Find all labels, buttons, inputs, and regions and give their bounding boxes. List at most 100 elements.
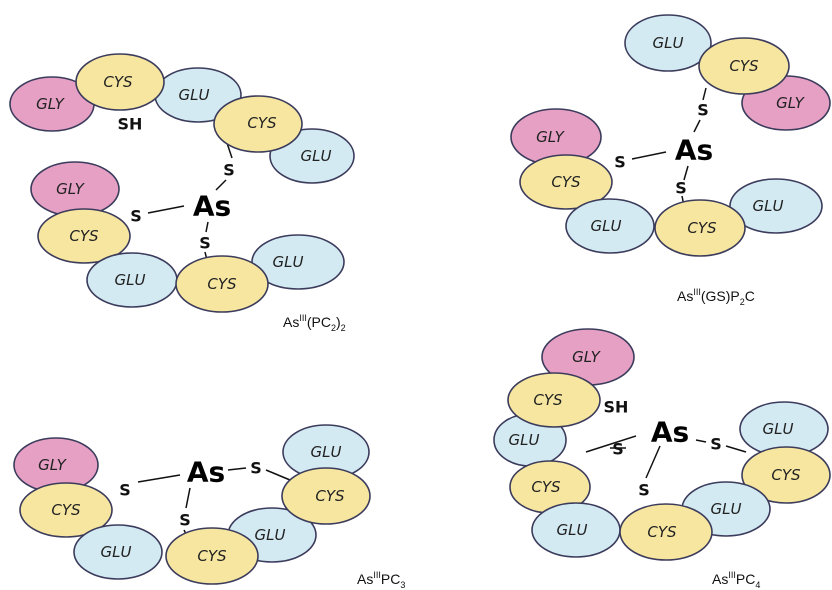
residue-glu: GLU <box>565 198 655 254</box>
bond <box>147 205 185 214</box>
residue-cys: CYS <box>654 199 746 257</box>
svg-text:CYS: CYS <box>729 57 759 75</box>
caption-as-pc3: AsIIIPC3 <box>357 570 405 590</box>
complex-as-pc4: GLY GLU CYS CYS GLU CYS GLU GLU CYS SH S… <box>493 328 831 590</box>
svg-text:GLU: GLU <box>255 526 286 544</box>
residue-cys: CYS <box>213 95 303 153</box>
residue-cys: CYS <box>165 527 259 585</box>
svg-text:GLU: GLU <box>753 197 784 215</box>
residue-glu: GLU <box>86 252 178 308</box>
svg-text:GLU: GLU <box>179 86 210 104</box>
svg-text:GLU: GLU <box>557 521 588 539</box>
residue-gly: GLY <box>541 328 635 386</box>
svg-text:CYS: CYS <box>647 523 677 541</box>
bond <box>645 445 661 479</box>
sulfur-atom: S <box>710 435 722 454</box>
residue-glu: GLU <box>624 14 712 72</box>
arsenic-atom: As <box>675 134 713 167</box>
svg-text:CYS: CYS <box>551 173 581 191</box>
arsenic-atom: As <box>651 416 689 449</box>
svg-text:GLY: GLY <box>36 95 66 113</box>
bond <box>695 439 707 443</box>
complex-as-pc3: GLY CYS GLU GLU CYS GLU CYS S As S S AsI… <box>13 424 405 590</box>
svg-text:CYS: CYS <box>103 73 133 91</box>
bond <box>265 469 291 481</box>
svg-text:CYS: CYS <box>51 501 81 519</box>
sulfur-atom: S <box>130 207 142 226</box>
sulfur-atom: S <box>697 101 709 120</box>
bond <box>631 151 667 160</box>
svg-text:CYS: CYS <box>687 219 717 237</box>
svg-text:GLU: GLU <box>591 217 622 235</box>
svg-text:GLU: GLU <box>115 271 146 289</box>
residue-cys: CYS <box>741 446 831 504</box>
residue-glu: GLU <box>282 424 370 480</box>
bond <box>185 487 191 509</box>
svg-text:CYS: CYS <box>315 487 345 505</box>
sulfur-atom: S <box>119 481 131 500</box>
sulfur-atom: S <box>250 459 262 478</box>
residue-cys: CYS <box>19 482 113 538</box>
residue-glu: GLU <box>251 234 345 290</box>
arsenic-atom: As <box>187 456 225 489</box>
residue-cys: CYS <box>37 208 131 264</box>
complex-as-gs-p2c: GLU GLY CYS GLY CYS GLU GLU CYS S S As S… <box>510 14 831 307</box>
residue-gly: GLY <box>9 76 95 132</box>
residue-cys: CYS <box>698 37 790 95</box>
thiol-label: SH <box>604 398 629 417</box>
bond <box>137 474 181 483</box>
svg-text:CYS: CYS <box>771 466 801 484</box>
bond <box>205 221 209 233</box>
residue-cys: CYS <box>281 467 371 525</box>
residue-glu: GLU <box>531 502 621 558</box>
residue-cys: CYS <box>519 154 613 210</box>
residue-cys: CYS <box>507 372 601 428</box>
svg-text:GLY: GLY <box>572 348 602 366</box>
svg-text:GLU: GLU <box>653 34 684 52</box>
residue-gly: GLY <box>30 161 120 217</box>
thiol-label: SH <box>118 115 143 134</box>
residue-gly: GLY <box>510 108 602 166</box>
svg-text:GLU: GLU <box>301 147 332 165</box>
svg-text:GLU: GLU <box>711 500 742 518</box>
bond <box>702 87 707 101</box>
residue-glu: GLU <box>729 178 823 234</box>
svg-text:CYS: CYS <box>197 547 227 565</box>
sulfur-atom: S <box>612 440 624 459</box>
svg-text:GLY: GLY <box>536 128 566 146</box>
svg-text:GLU: GLU <box>273 253 304 271</box>
svg-text:GLU: GLU <box>311 443 342 461</box>
residue-cys: CYS <box>75 53 165 111</box>
svg-text:GLU: GLU <box>763 420 794 438</box>
caption-as-pc4: AsIIIPC4 <box>712 570 760 590</box>
svg-text:CYS: CYS <box>531 478 561 496</box>
residue-glu: GLU <box>73 524 163 580</box>
sulfur-atom: S <box>638 481 650 500</box>
residue-cys: CYS <box>509 460 591 514</box>
caption-as-pc2-2: AsIII(PC2)2 <box>283 313 346 333</box>
svg-text:GLU: GLU <box>101 543 132 561</box>
svg-text:CYS: CYS <box>207 275 237 293</box>
sulfur-atom: S <box>223 161 235 180</box>
residue-cys: CYS <box>619 503 713 561</box>
bond <box>215 179 227 191</box>
arsenic-atom: As <box>193 190 231 223</box>
svg-text:CYS: CYS <box>69 227 99 245</box>
svg-text:GLY: GLY <box>776 94 806 112</box>
bond <box>585 435 637 453</box>
bond <box>725 445 747 453</box>
bond <box>683 165 689 181</box>
sulfur-atom: S <box>199 234 211 253</box>
caption-as-gs-p2c: AsIII(GS)P2C <box>677 287 755 307</box>
svg-text:GLY: GLY <box>38 456 68 474</box>
svg-text:CYS: CYS <box>533 391 563 409</box>
sulfur-atom: S <box>675 179 687 198</box>
sulfur-atom: S <box>179 511 191 530</box>
sulfur-atom: S <box>614 153 626 172</box>
residue-cys: CYS <box>175 255 269 313</box>
svg-text:GLY: GLY <box>56 180 86 198</box>
bond <box>693 119 701 133</box>
svg-text:GLU: GLU <box>509 431 540 449</box>
svg-text:CYS: CYS <box>247 114 277 132</box>
complex-as-pc2-2: GLY GLU CYS GLU CYS SH GLY CYS GLU GLU C… <box>9 53 355 333</box>
